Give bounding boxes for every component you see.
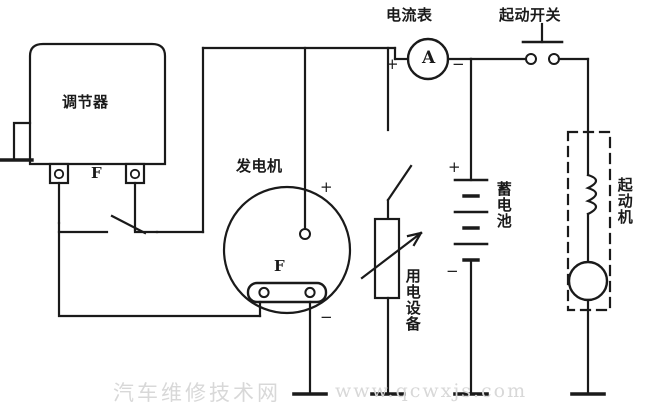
battery-label: 蓄电池	[494, 181, 513, 229]
regulator-body	[28, 42, 167, 166]
start-switch-symbol[interactable]	[469, 22, 590, 134]
field-switch[interactable]	[57, 214, 159, 235]
regulator-terminal-right	[124, 162, 146, 232]
ammeter-plus-sign: +	[386, 55, 399, 73]
regulator-terminal-label: F	[91, 164, 102, 182]
ammeter-body	[393, 37, 473, 81]
top-bus-line	[201, 46, 397, 234]
starter-motor-coil	[585, 130, 598, 264]
regulator-label: 调节器	[62, 93, 109, 111]
generator-body	[222, 185, 352, 315]
start-switch-label: 起动开关	[499, 6, 562, 24]
load-device-label: 用电设备	[403, 268, 422, 332]
generator-negative-lead	[292, 300, 328, 396]
regulator-generator-return-wire	[57, 230, 262, 318]
ammeter-label: 电流表	[386, 6, 433, 24]
ammeter-symbol: A	[422, 48, 436, 68]
starter-motor-armature	[567, 260, 609, 396]
load-device-symbol	[360, 217, 423, 396]
battery-symbol	[453, 57, 489, 396]
generator-field-terminal-block	[246, 281, 328, 304]
watermark-site-name: 汽车维修技术网	[113, 381, 281, 405]
generator-label: 发电机	[236, 157, 283, 175]
generator-field-terminal-label: F	[274, 257, 285, 275]
generator-plus-sign: +	[320, 178, 333, 196]
generator-positive-terminal	[299, 46, 311, 240]
starter-motor-label: 起动机	[615, 177, 634, 225]
load-branch-switch[interactable]	[386, 46, 413, 224]
ammeter-minus-sign: −	[452, 55, 465, 73]
battery-plus-sign: +	[448, 158, 461, 176]
battery-minus-sign: −	[446, 262, 459, 280]
regulator-terminal-left	[48, 162, 70, 225]
generator-minus-sign: −	[320, 308, 333, 326]
regulator-ground-lead	[0, 121, 34, 162]
watermark-url: www.qcwxjs.com	[335, 380, 528, 402]
